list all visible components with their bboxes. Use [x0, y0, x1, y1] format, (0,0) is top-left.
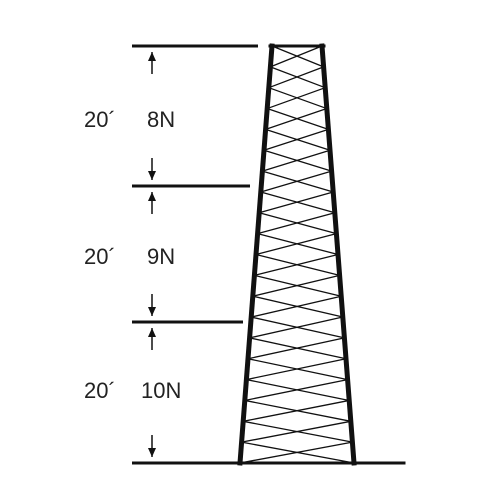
dimension-arrow-up: [148, 192, 156, 214]
lattice-brace: [241, 420, 351, 443]
dimension-arrows: [148, 52, 156, 457]
lattice-brace: [257, 212, 335, 235]
lattice-brace: [270, 45, 323, 68]
section-10n-name: 10N: [141, 378, 181, 403]
tower-left-leg: [237, 43, 275, 466]
tower-frame: [190, 43, 406, 466]
section-9n-length: 20´: [84, 244, 116, 269]
lattice-brace: [252, 274, 340, 297]
lattice-brace: [246, 358, 347, 381]
lattice-brace: [259, 191, 334, 214]
section-9n-name: 9N: [147, 244, 175, 269]
dimension-arrow-down: [148, 435, 156, 457]
lattice-brace: [243, 399, 350, 422]
section-10n-length: 20´: [84, 378, 116, 403]
section-8n-length: 20´: [84, 107, 116, 132]
dimension-arrow-down: [148, 294, 156, 316]
lattice-brace: [249, 316, 343, 339]
tower-right-leg: [319, 43, 357, 466]
lattice-brace: [247, 337, 345, 360]
lattice-brace: [254, 253, 339, 276]
lattice-brace: [244, 378, 348, 402]
tower-lattice: [239, 45, 355, 464]
section-label-9n: 20´ 9N: [84, 244, 175, 269]
section-label-8n: 20´ 8N: [84, 107, 175, 132]
lattice-brace: [265, 107, 328, 131]
lattice-brace: [263, 128, 329, 151]
dimension-arrow-down: [148, 158, 156, 180]
lattice-brace: [262, 149, 331, 172]
dimension-arrow-up: [148, 328, 156, 350]
section-8n-name: 8N: [147, 107, 175, 132]
dimension-arrow-up: [148, 52, 156, 74]
section-label-10n: 20´ 10N: [84, 378, 181, 403]
lattice-brace: [255, 233, 337, 256]
lattice-brace: [260, 170, 332, 193]
lattice-brace: [239, 441, 353, 464]
lattice-brace: [268, 66, 324, 89]
dimension-markers: [132, 44, 258, 465]
lattice-brace: [266, 87, 326, 110]
lattice-brace: [251, 295, 342, 318]
